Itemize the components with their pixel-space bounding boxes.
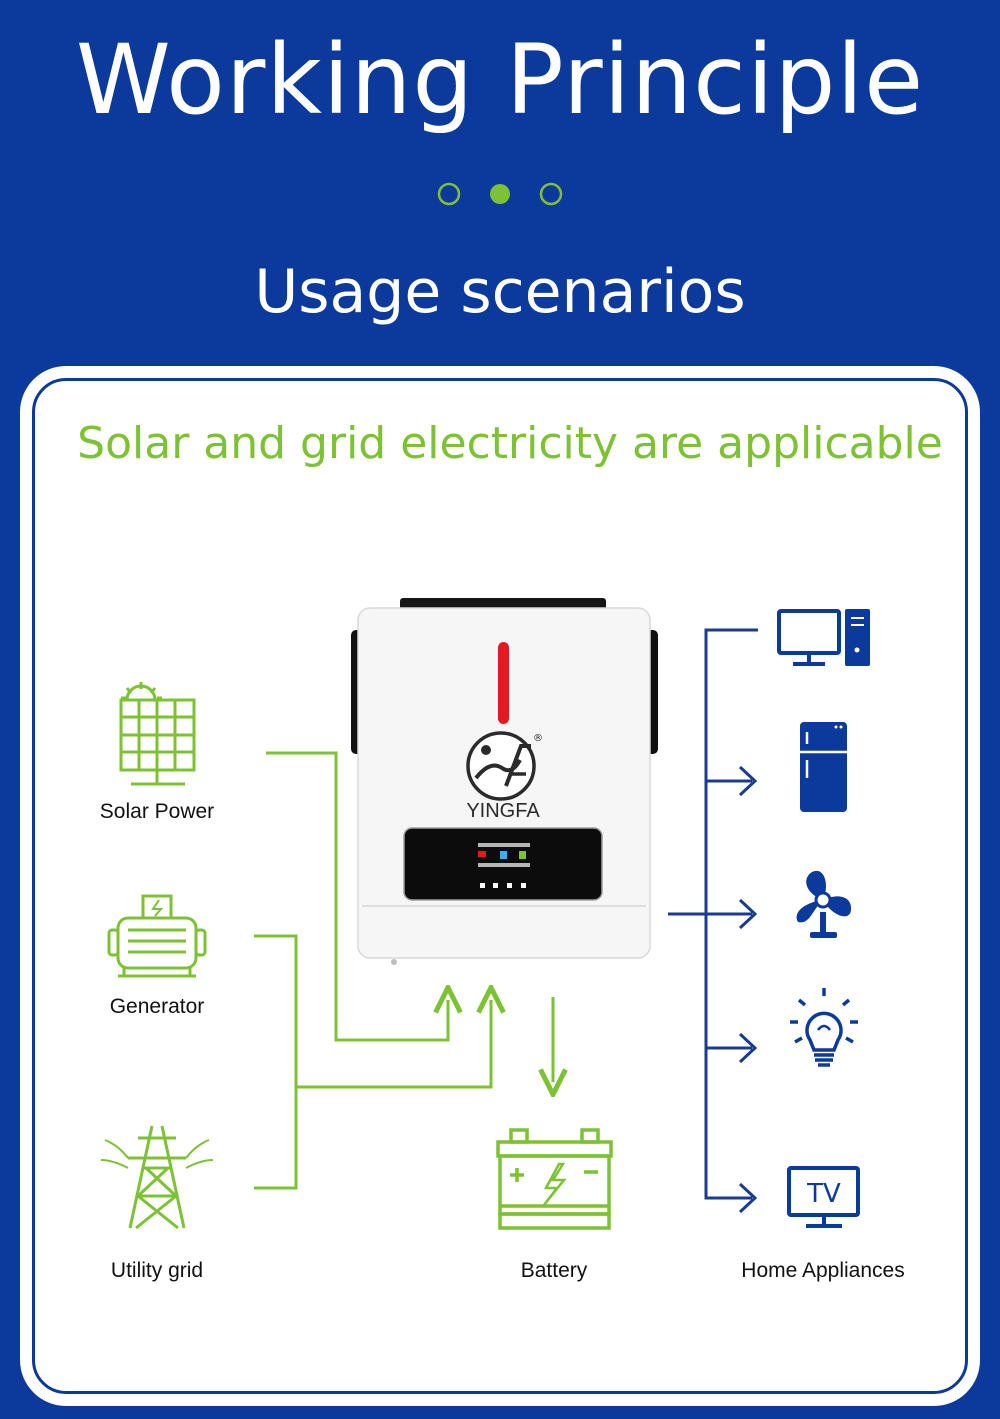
battery-label: Battery [520,1259,588,1282]
computer-icon [777,609,870,666]
solar-panel-icon [119,682,196,786]
generator-icon [107,894,207,978]
power-tower-icon [100,1125,214,1230]
fan-icon [796,870,852,938]
utility-grid-label: Utility grid [110,1259,204,1282]
light-bulb-icon [790,988,858,1067]
inverter-icon [351,598,658,965]
page-title: Working Principle [75,24,925,136]
output-flow-lines [668,628,758,1214]
carousel-dot[interactable] [437,182,461,206]
generator-label: Generator [109,995,205,1018]
carousel-dot[interactable] [539,182,563,206]
carousel-dot-active[interactable] [490,184,510,204]
refrigerator-icon [800,722,847,812]
panel-border [32,378,968,1394]
input-flow-lines [254,751,553,1190]
carousel-indicator [437,182,563,206]
tv-icon-text: TV [806,1179,841,1209]
tv-icon [787,1166,860,1228]
diagram-headline: Solar and grid electricity are applicabl… [77,418,943,469]
inverter-brand: YINGFA [466,800,540,822]
home-appliances-label: Home Appliances [741,1259,905,1282]
battery-icon [496,1128,613,1230]
solar-power-label: Solar Power [99,800,215,823]
registered-mark: ® [533,733,543,744]
page-subtitle: Usage scenarios [254,257,746,327]
